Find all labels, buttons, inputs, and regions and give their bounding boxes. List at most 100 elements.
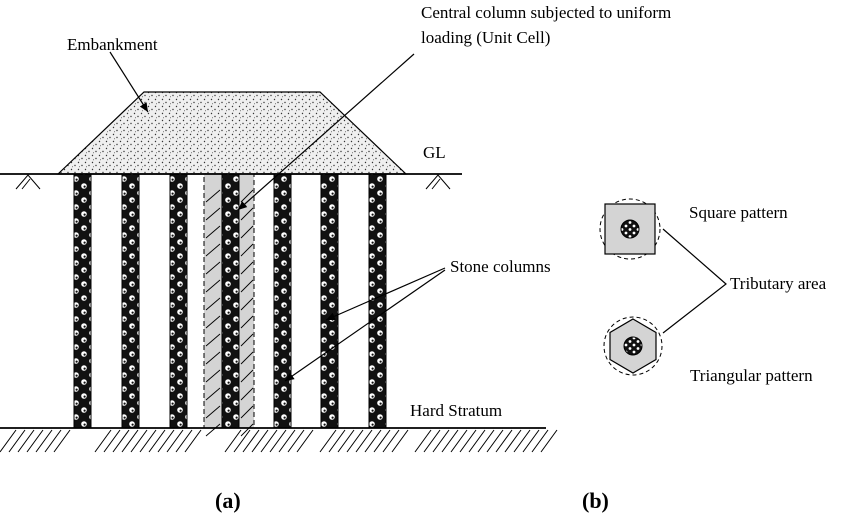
- hard-stratum-hatch-line: [26, 429, 44, 453]
- soil-hatch-mark: [425, 174, 451, 190]
- hard-stratum-hatch-line: [364, 429, 382, 453]
- hard-stratum-hatch-line: [486, 429, 504, 453]
- unit-cell-hatch-line: [240, 369, 254, 383]
- hard-stratum-hatch-line: [112, 429, 130, 453]
- unit-cell-hatch-line: [205, 333, 221, 347]
- unit-cell-hatch-line: [240, 279, 254, 293]
- unit-cell-hatch-line: [240, 387, 254, 401]
- unit-cell-hatch-line: [240, 423, 254, 437]
- unit-cell-hatch-line: [205, 351, 221, 365]
- unit-cell-hatch-line: [240, 243, 254, 257]
- hard-stratum-hatch-line: [355, 429, 373, 453]
- caption-a: (a): [215, 488, 241, 513]
- unit-cell-hatch-line: [240, 297, 254, 311]
- unit-cell-label-line2: loading (Unit Cell): [421, 28, 550, 47]
- unit-cell-hatch-line: [240, 189, 254, 203]
- unit-cell-hatch-line: [205, 423, 221, 437]
- tributary-area-label: Tributary area: [730, 274, 827, 293]
- stone-column-7: [368, 173, 387, 429]
- unit-cell-hatch-line: [205, 207, 221, 221]
- hard-stratum-hatch-line: [287, 429, 305, 453]
- hard-stratum-hatch-line: [373, 429, 391, 453]
- unit-cell-hatch-line: [240, 261, 254, 275]
- hard-stratum-hatch-line: [459, 429, 477, 453]
- stone-column-3: [169, 173, 188, 429]
- stone-columns-label: Stone columns: [450, 257, 551, 276]
- hard-stratum-hatch-line: [441, 429, 459, 453]
- hard-stratum-hatch-line: [540, 429, 558, 453]
- gl-label: GL: [423, 143, 446, 162]
- hard-stratum-label: Hard Stratum: [410, 401, 502, 420]
- stone-column-5: [273, 173, 292, 429]
- hard-stratum-hatch-line: [432, 429, 450, 453]
- unit-cell-hatch-line: [240, 405, 254, 419]
- unit-cell-hatch-line: [240, 351, 254, 365]
- hard-stratum-hatch-line: [35, 429, 53, 453]
- hard-stratum-hatch-line: [53, 429, 71, 453]
- stone-columns-leader-1: [325, 267, 446, 321]
- ground-level-hatching: [15, 174, 451, 190]
- hard-stratum-hatch-line: [382, 429, 400, 453]
- hard-stratum-hatch-line: [130, 429, 148, 453]
- hard-stratum-hatch-line: [0, 429, 17, 453]
- unit-cell-hatch-line: [205, 261, 221, 275]
- stone-columns-group: [73, 173, 387, 429]
- hard-stratum-hatching: [0, 429, 558, 453]
- unit-cell-hatch-line: [240, 225, 254, 239]
- caption-b: (b): [582, 488, 609, 513]
- embankment-leader: [109, 51, 149, 113]
- hard-stratum-hatch-line: [148, 429, 166, 453]
- hard-stratum-hatch-line: [157, 429, 175, 453]
- hard-stratum-hatch-line: [17, 429, 35, 453]
- hard-stratum-hatch-line: [495, 429, 513, 453]
- hard-stratum-hatch-line: [319, 429, 337, 453]
- triangular-pattern-label: Triangular pattern: [690, 366, 813, 385]
- unit-cell-hatch-line: [240, 333, 254, 347]
- stone-column-4: [221, 173, 240, 429]
- unit-cell-hatch-line: [205, 225, 221, 239]
- hard-stratum-hatch-line: [103, 429, 121, 453]
- square-pattern-symbol: [599, 198, 661, 260]
- stone-column-6: [320, 173, 339, 429]
- soil-hatch-mark: [15, 174, 41, 190]
- unit-cell-hatch-line: [240, 315, 254, 329]
- hard-stratum-hatch-line: [139, 429, 157, 453]
- hard-stratum-hatch-line: [44, 429, 62, 453]
- tributary-leader: [662, 228, 727, 334]
- unit-cell-hatch-line: [205, 243, 221, 257]
- hard-stratum-hatch-line: [450, 429, 468, 453]
- hard-stratum-hatch-line: [94, 429, 112, 453]
- hard-stratum-hatch-line: [391, 429, 409, 453]
- hard-stratum-hatch-line: [328, 429, 346, 453]
- stone-column-1: [73, 173, 92, 429]
- hard-stratum-hatch-line: [175, 429, 193, 453]
- hard-stratum-hatch-line: [233, 429, 251, 453]
- unit-cell-hatch-line: [205, 189, 221, 203]
- hard-stratum-hatch-line: [242, 429, 260, 453]
- hard-stratum-hatch-line: [531, 429, 549, 453]
- unit-cell-hatch-line: [205, 387, 221, 401]
- stone-columns-leader-2: [284, 269, 446, 382]
- hard-stratum-hatch-line: [346, 429, 364, 453]
- unit-cell-label-line1: Central column subjected to uniform: [421, 3, 671, 22]
- hard-stratum-hatch-line: [423, 429, 441, 453]
- triangular-pattern-symbol: [603, 316, 663, 376]
- unit-cell-hatch-line: [205, 405, 221, 419]
- unit-cell-hatch-line: [205, 315, 221, 329]
- unit-cell-hatch-line: [205, 279, 221, 293]
- unit-cell-hatch-line: [240, 207, 254, 221]
- hard-stratum-hatch-line: [166, 429, 184, 453]
- hard-stratum-hatch-line: [513, 429, 531, 453]
- hard-stratum-hatch-line: [121, 429, 139, 453]
- hard-stratum-hatch-line: [8, 429, 26, 453]
- hard-stratum-hatch-line: [504, 429, 522, 453]
- hard-stratum-hatch-line: [278, 429, 296, 453]
- hard-stratum-hatch-line: [296, 429, 314, 453]
- embankment-label: Embankment: [67, 35, 158, 54]
- hard-stratum-hatch-line: [477, 429, 495, 453]
- square-pattern-label: Square pattern: [689, 203, 788, 222]
- hard-stratum-hatch-line: [269, 429, 287, 453]
- hard-stratum-hatch-line: [414, 429, 432, 453]
- hard-stratum-hatch-line: [184, 429, 202, 453]
